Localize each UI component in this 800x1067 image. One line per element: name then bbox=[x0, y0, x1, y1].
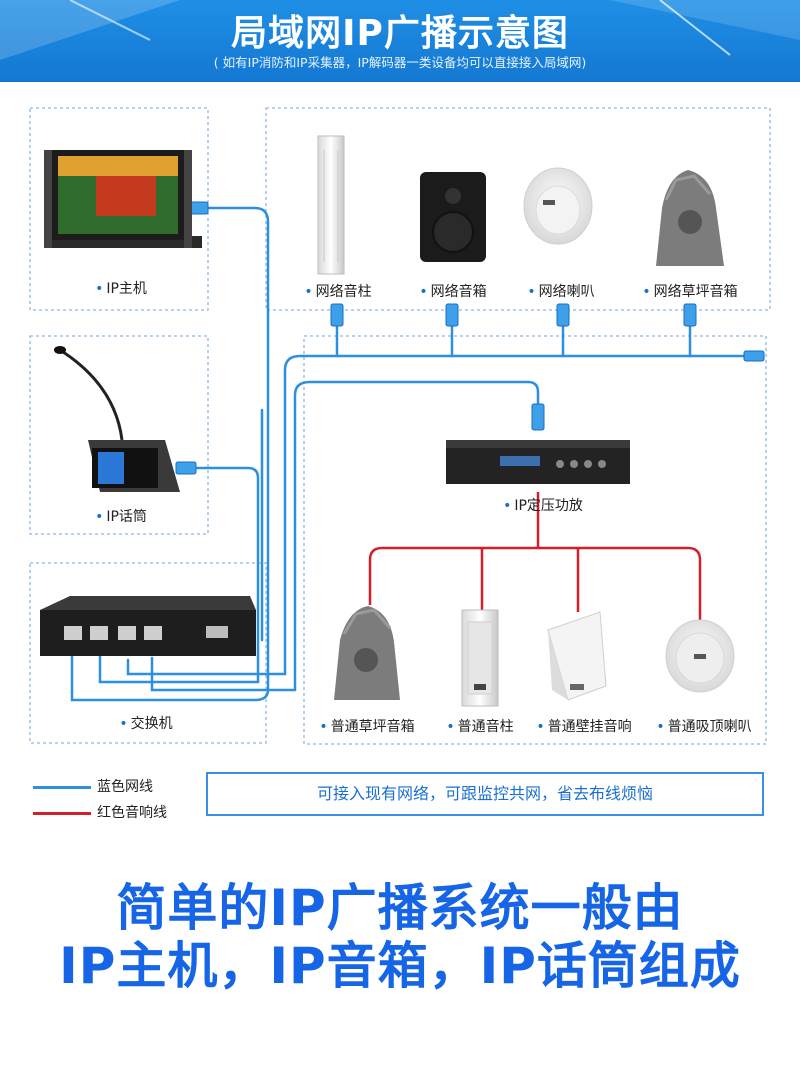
header-decoration bbox=[0, 0, 800, 60]
header-banner: 局域网IP广播示意图 ( 如有IP消防和IP采集器，IP解码器一类设备均可以直接… bbox=[0, 0, 800, 82]
network-box-speaker bbox=[420, 172, 486, 262]
bottom-text-line1: 简单的IP广播系统一般由 bbox=[116, 879, 684, 937]
label-ip-host: •IP主机 bbox=[95, 281, 147, 297]
network-lawn-speaker bbox=[656, 170, 724, 266]
legend-blue-label: 蓝色网线 bbox=[97, 779, 153, 795]
page-subtitle: ( 如有IP消防和IP采集器，IP解码器一类设备均可以直接接入局域网) bbox=[213, 55, 587, 70]
label-net-box: •网络音箱 bbox=[419, 284, 487, 300]
standard-column-speaker bbox=[461, 609, 499, 707]
label-net-horn: •网络喇叭 bbox=[527, 284, 595, 300]
network-ceiling-speaker bbox=[523, 167, 593, 245]
label-ip-mic: •IP话筒 bbox=[95, 509, 147, 525]
label-std-column: •普通音柱 bbox=[446, 719, 514, 735]
label-net-column: •网络音柱 bbox=[304, 284, 372, 300]
label-ip-amp: •IP定压功放 bbox=[503, 498, 583, 514]
network-column-speaker bbox=[317, 135, 345, 275]
legend-blue-line bbox=[33, 785, 91, 789]
label-switch: •交换机 bbox=[119, 716, 173, 732]
box-network-speakers bbox=[265, 107, 771, 311]
box-ip-mic bbox=[29, 335, 209, 535]
rj45-connectors bbox=[175, 201, 765, 475]
standard-ceiling-speaker bbox=[665, 619, 735, 693]
page-title: 局域网IP广播示意图 bbox=[231, 13, 569, 54]
ip-microphone-device bbox=[54, 346, 180, 492]
label-std-ceiling: •普通吸顶喇叭 bbox=[656, 719, 752, 735]
ip-host-device bbox=[44, 150, 202, 248]
ip-amplifier-device bbox=[446, 440, 630, 484]
bottom-text-line2: IP主机，IP音箱，IP话筒组成 bbox=[59, 937, 741, 995]
label-net-lawn: •网络草坪音箱 bbox=[642, 284, 738, 300]
network-switch-device bbox=[40, 596, 256, 656]
box-amp-speakers bbox=[303, 335, 767, 745]
legend-red-line bbox=[33, 811, 91, 815]
legend-blue: 蓝色网线 bbox=[33, 776, 153, 796]
label-std-lawn: •普通草坪音箱 bbox=[319, 719, 415, 735]
standard-wall-speaker bbox=[547, 611, 607, 701]
callout-box: 可接入现有网络，可跟监控共网，省去布线烦恼 bbox=[206, 772, 764, 816]
blue-network-cables bbox=[70, 206, 762, 702]
label-std-wall: •普通壁挂音响 bbox=[536, 719, 632, 735]
standard-lawn-speaker bbox=[334, 606, 400, 700]
legend-red: 红色音响线 bbox=[33, 802, 167, 822]
red-speaker-cables bbox=[368, 492, 702, 622]
legend-red-label: 红色音响线 bbox=[97, 805, 167, 821]
box-switch bbox=[29, 562, 267, 744]
